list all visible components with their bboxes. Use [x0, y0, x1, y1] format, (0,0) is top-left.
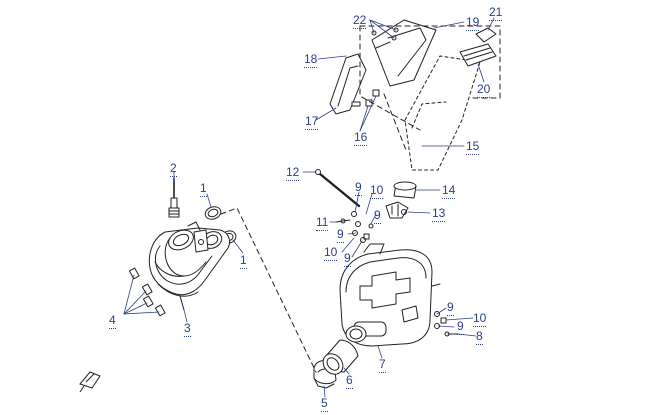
callout-10-right[interactable]: 10 [473, 311, 487, 327]
bracket-part [385, 201, 409, 219]
callout-20[interactable]: 20 [477, 82, 491, 98]
direction-arrow-icon [79, 371, 101, 393]
callout-12[interactable]: 12 [286, 165, 300, 181]
callout-9-left-top[interactable]: 9 [355, 180, 362, 196]
upper-shield-part [371, 19, 437, 87]
callout-8[interactable]: 8 [476, 329, 483, 345]
callout-6[interactable]: 6 [346, 373, 353, 389]
leader-lines [123, 17, 495, 398]
muffler-part [339, 243, 441, 347]
gasket-upper-inner [207, 208, 219, 218]
callout-9-right-upper[interactable]: 9 [447, 300, 454, 316]
callout-9-left-mid[interactable]: 9 [374, 208, 381, 224]
end-cap-part [459, 27, 497, 67]
callout-5[interactable]: 5 [321, 396, 328, 412]
screw-set [371, 27, 399, 41]
callout-10-left-top[interactable]: 10 [370, 183, 384, 199]
callout-4[interactable]: 4 [109, 313, 116, 329]
callout-19[interactable]: 19 [466, 15, 480, 31]
callout-17[interactable]: 17 [305, 114, 319, 130]
callout-9-left-bottom[interactable]: 9 [344, 251, 351, 267]
side-cover-part [329, 53, 367, 115]
pipe-coupling-part [393, 181, 417, 199]
callout-3[interactable]: 3 [184, 321, 191, 337]
callout-1-upper[interactable]: 1 [200, 181, 207, 197]
callout-9-left-lower[interactable]: 9 [337, 227, 344, 243]
stud-set [128, 267, 166, 317]
callout-1-lower[interactable]: 1 [240, 253, 247, 269]
callout-14[interactable]: 14 [442, 183, 456, 199]
callout-16[interactable]: 16 [354, 130, 368, 146]
callout-2[interactable]: 2 [170, 161, 177, 177]
assembly-lines [220, 25, 501, 373]
long-bolt-part [315, 169, 361, 208]
callout-11[interactable]: 11 [316, 215, 329, 231]
callout-13[interactable]: 13 [432, 206, 446, 222]
callout-21[interactable]: 21 [489, 5, 503, 21]
callout-7[interactable]: 7 [379, 357, 386, 373]
callout-9-right-lower[interactable]: 9 [457, 319, 464, 335]
sensor-part [168, 177, 180, 218]
callout-22[interactable]: 22 [353, 13, 367, 29]
bolt-washer-set-left [335, 211, 374, 243]
connector-pipe-part [322, 339, 359, 375]
callout-10-left-bottom[interactable]: 10 [324, 245, 338, 261]
heat-shield-part [404, 55, 481, 171]
callout-15[interactable]: 15 [466, 139, 480, 155]
gasket-upper [204, 206, 222, 220]
exhaust-header-part [148, 221, 231, 311]
bolt-washer-set-right [434, 311, 459, 337]
callout-18[interactable]: 18 [304, 52, 318, 68]
